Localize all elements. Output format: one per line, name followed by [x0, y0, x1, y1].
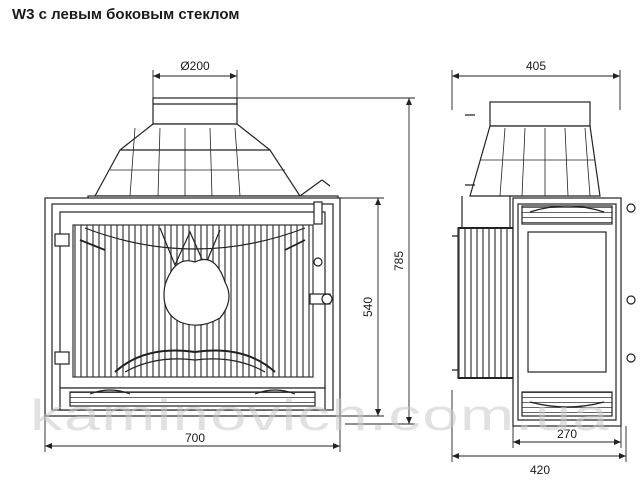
- side-door: [512, 197, 622, 427]
- side-glass-frame: [452, 196, 517, 379]
- side-dimensions: [451, 70, 627, 462]
- front-view: [44, 97, 341, 417]
- door-hinges: [54, 233, 70, 365]
- side-hood: [465, 101, 601, 197]
- glass-height-label: 540: [361, 297, 375, 317]
- diagram-title: W3 с левым боковым стеклом: [12, 6, 240, 23]
- side-view: [452, 101, 636, 427]
- smoke-hood: [87, 123, 339, 205]
- side-knobs: [626, 203, 636, 363]
- total-height-label: 785: [392, 251, 406, 271]
- flue-collar: [152, 97, 238, 125]
- front-dimensions: [44, 70, 415, 452]
- ash-grille: [59, 387, 326, 411]
- depth-top-label: 405: [526, 59, 546, 73]
- firebox-interior: [72, 224, 314, 378]
- width-label: 700: [185, 431, 205, 445]
- depth-body-label: 270: [557, 427, 577, 441]
- door-handle: [309, 201, 333, 305]
- watermark-text: kaminovich.com.ua: [30, 391, 610, 440]
- flue-diameter-label: Ø200: [180, 59, 210, 73]
- depth-bottom-label: 420: [530, 463, 550, 477]
